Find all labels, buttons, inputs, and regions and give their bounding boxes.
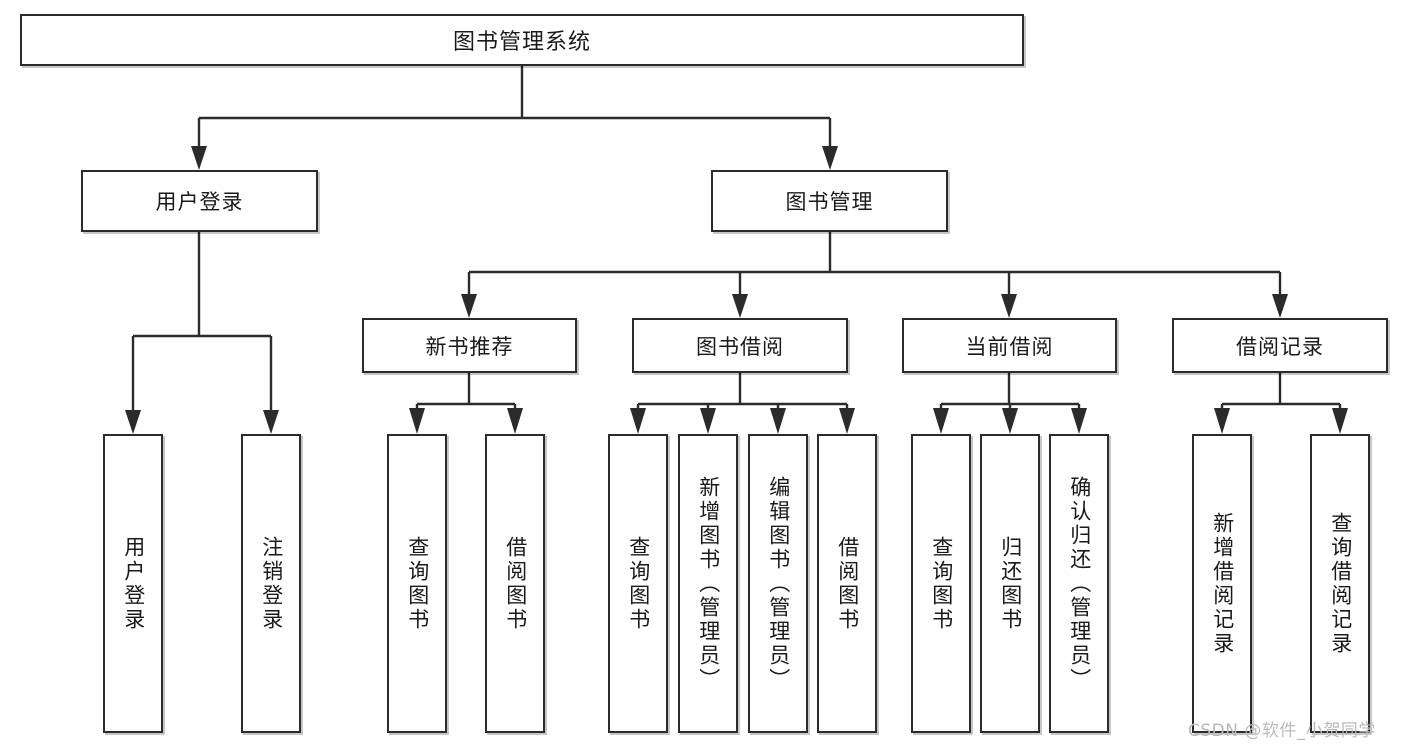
leaf-user-login-login[interactable]: 用户登录 — [103, 434, 163, 733]
arrow-head-cb-leaf-3 — [1071, 408, 1087, 434]
arrow-head-bb-leaf-4 — [839, 408, 855, 434]
arrow-head-user-login — [191, 146, 207, 170]
arrow-head-cb-leaf-1 — [933, 408, 949, 434]
arrow-head-bb-leaf-1 — [630, 408, 646, 434]
node-user-login-label: 用户登录 — [155, 190, 244, 214]
arrow-head-leaf-logout — [263, 410, 279, 434]
arrow-head-borrow-record — [1272, 294, 1288, 318]
leaf-book-borrow-edit[interactable]: 编辑图书（管理员） — [748, 434, 808, 733]
arrow-head-current-borrow — [1001, 294, 1017, 318]
leaf-label: 新增借阅记录 — [1210, 511, 1235, 656]
leaf-new-book-query[interactable]: 查询图书 — [387, 434, 447, 733]
arrow-head-cb-leaf-2 — [1002, 408, 1018, 434]
arrow-head-br-leaf-2 — [1332, 408, 1348, 434]
leaf-book-borrow-borrow[interactable]: 借阅图书 — [817, 434, 877, 733]
leaf-label: 注销登录 — [259, 535, 284, 632]
leaf-current-borrow-confirm-return[interactable]: 确认归还（管理员） — [1049, 434, 1109, 733]
node-new-book-recommend-label: 新书推荐 — [425, 334, 514, 359]
node-root-book-management-system[interactable]: 图书管理系统 — [20, 14, 1024, 66]
arrow-head-book-mgmt — [822, 146, 838, 170]
arrow-head-nb-leaf-2 — [507, 408, 523, 434]
leaf-new-book-borrow[interactable]: 借阅图书 — [485, 434, 545, 733]
leaf-book-borrow-add[interactable]: 新增图书（管理员） — [678, 434, 738, 733]
node-current-borrow-label: 当前借阅 — [965, 334, 1054, 359]
leaf-label: 查询借阅记录 — [1328, 511, 1353, 656]
node-root-label: 图书管理系统 — [452, 30, 591, 55]
leaf-label: 确认归还（管理员） — [1067, 475, 1092, 692]
node-user-login[interactable]: 用户登录 — [81, 170, 318, 232]
leaf-label: 用户登录 — [121, 535, 146, 632]
node-book-borrow-label: 图书借阅 — [696, 334, 784, 359]
leaf-book-borrow-query[interactable]: 查询图书 — [608, 434, 668, 733]
leaf-label: 归还图书 — [998, 535, 1023, 632]
node-book-borrow[interactable]: 图书借阅 — [632, 318, 848, 373]
leaf-current-borrow-return[interactable]: 归还图书 — [980, 434, 1040, 733]
leaf-borrow-record-query[interactable]: 查询借阅记录 — [1310, 434, 1370, 733]
node-borrow-record[interactable]: 借阅记录 — [1172, 318, 1388, 373]
leaf-label: 查询图书 — [929, 535, 954, 632]
leaf-label: 借阅图书 — [503, 535, 528, 632]
node-book-management[interactable]: 图书管理 — [711, 170, 948, 232]
leaf-label: 查询图书 — [405, 535, 430, 632]
arrow-head-leaf-user-login — [125, 410, 141, 434]
arrow-head-bb-leaf-3 — [770, 408, 786, 434]
leaf-label: 编辑图书（管理员） — [766, 475, 791, 692]
csdn-watermark: CSDN @软件_小贺同学 — [1188, 721, 1376, 741]
arrow-head-new-book — [461, 294, 477, 318]
node-current-borrow[interactable]: 当前借阅 — [902, 318, 1117, 373]
arrow-head-book-borrow — [732, 294, 748, 318]
arrow-head-nb-leaf-1 — [409, 408, 425, 434]
arrow-head-bb-leaf-2 — [700, 408, 716, 434]
node-book-management-label: 图书管理 — [785, 190, 874, 214]
leaf-label: 查询图书 — [626, 535, 651, 632]
leaf-label: 借阅图书 — [835, 535, 860, 632]
arrow-head-br-leaf-1 — [1214, 408, 1230, 434]
leaf-borrow-record-add[interactable]: 新增借阅记录 — [1192, 434, 1252, 733]
leaf-current-borrow-query[interactable]: 查询图书 — [911, 434, 971, 733]
node-borrow-record-label: 借阅记录 — [1236, 334, 1324, 359]
node-new-book-recommend[interactable]: 新书推荐 — [362, 318, 577, 373]
leaf-user-login-logout[interactable]: 注销登录 — [241, 434, 301, 733]
leaf-label: 新增图书（管理员） — [696, 475, 721, 692]
